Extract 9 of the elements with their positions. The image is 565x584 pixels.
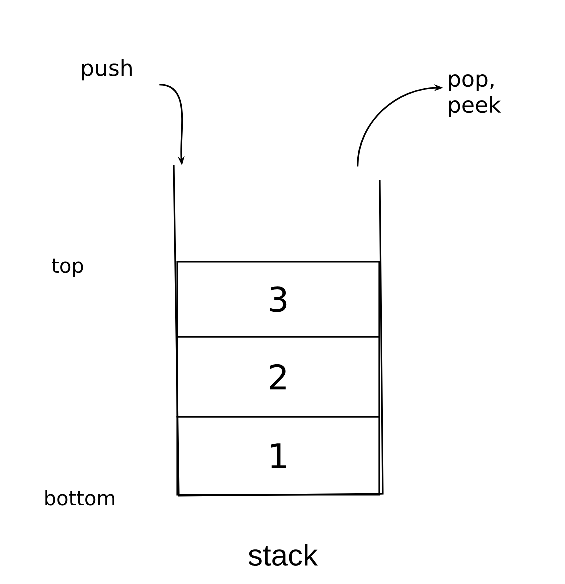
side-label: top — [52, 258, 84, 278]
stack-cell: 3 — [176, 261, 380, 338]
stack-container — [173, 165, 384, 497]
node-text: push — [82, 59, 132, 81]
side-label: bottom — [46, 490, 114, 506]
caption: stack — [248, 544, 318, 566]
stack-cell: 1 — [176, 416, 380, 496]
stack-cell: 2 — [176, 336, 380, 418]
node-text: pop, peek — [449, 74, 502, 118]
